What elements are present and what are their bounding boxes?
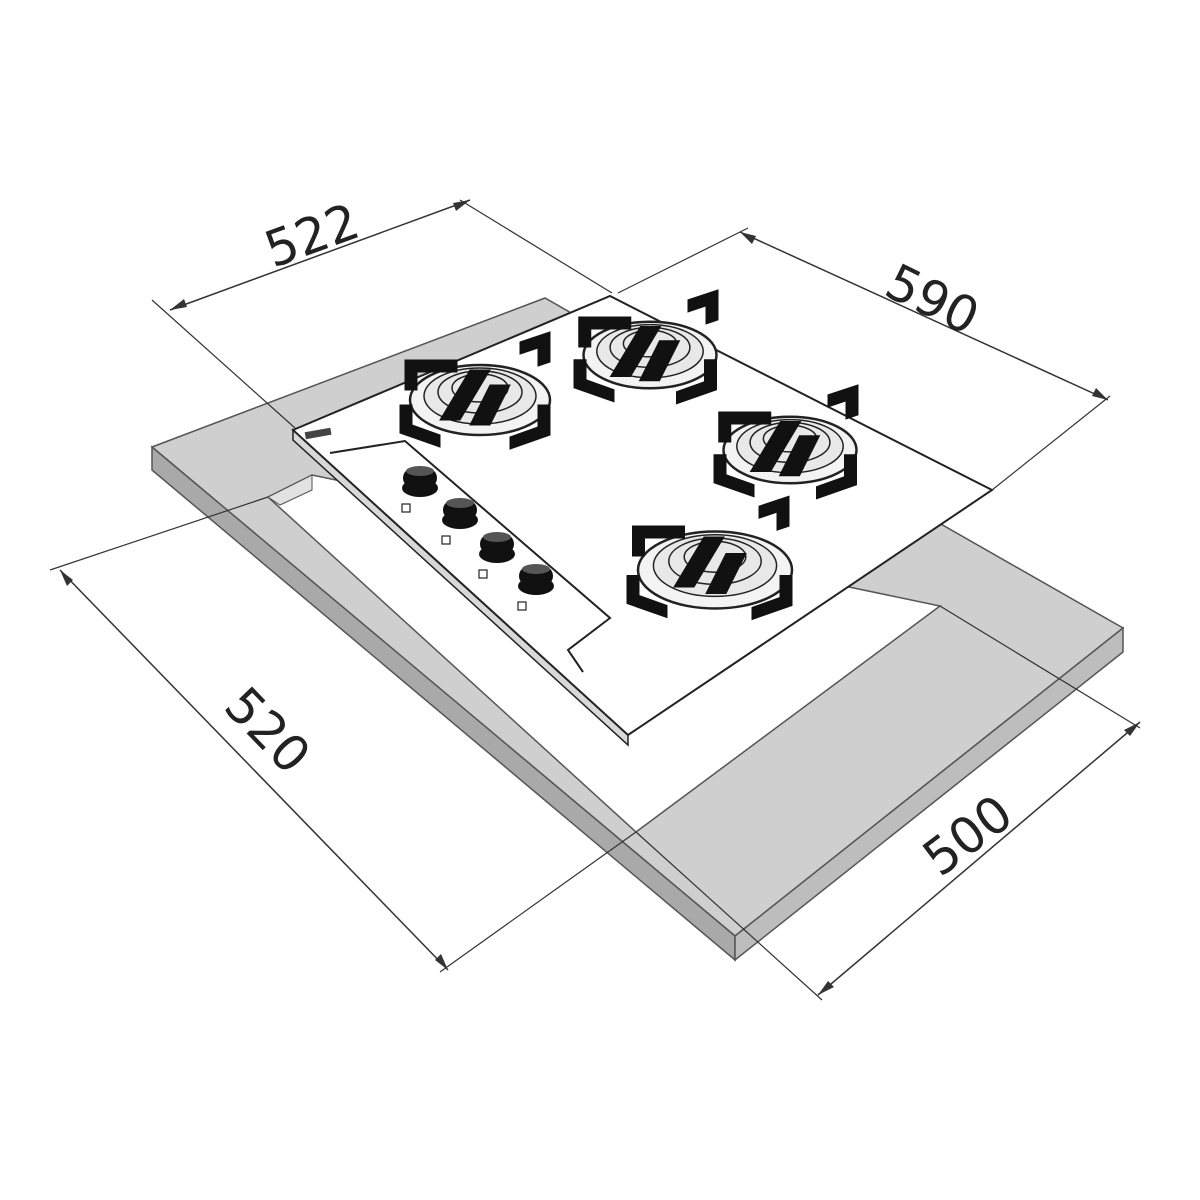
knob-2-symbol-icon bbox=[441, 535, 451, 545]
dimension-500-ext-right bbox=[939, 605, 1141, 729]
dimension-520-line bbox=[59, 569, 449, 971]
rear-left-burner-grate-arm-4 bbox=[399, 404, 441, 448]
dimension-520-ext-bottom bbox=[439, 831, 637, 973]
front-right-burner-grate-arm-3 bbox=[816, 454, 857, 500]
control-knobs bbox=[401, 466, 554, 611]
knob-4-symbol-icon bbox=[517, 601, 527, 611]
dimension-500-line bbox=[817, 721, 1141, 996]
knob-3[interactable] bbox=[478, 532, 515, 579]
front-middle-burner-grate-arm-1 bbox=[632, 525, 685, 557]
dimension-590-arrow-right bbox=[1092, 388, 1108, 400]
dimension-500-ext-left bbox=[635, 831, 823, 1001]
rear-right-burner-grate-arm-2 bbox=[687, 289, 719, 325]
dimension-590-label: 590 bbox=[877, 253, 988, 347]
dimension-520-ext-top bbox=[49, 496, 269, 571]
burners bbox=[399, 289, 859, 621]
rear-left-burner-grate-arm-3 bbox=[509, 404, 551, 450]
front-middle-burner-grate-arm-2 bbox=[758, 495, 790, 531]
front-right-burner-grate-arm-1 bbox=[718, 411, 772, 443]
dimension-522-ext-left bbox=[151, 299, 296, 429]
knob-4[interactable] bbox=[517, 564, 554, 611]
dimension-500-arrow-right bbox=[1124, 722, 1140, 736]
rear-right-burner bbox=[573, 289, 719, 405]
knob-2[interactable] bbox=[441, 498, 478, 545]
cutout-inner-wall bbox=[267, 474, 313, 506]
rear-right-burner-grate-arm-1 bbox=[578, 316, 632, 348]
dimension-590-line bbox=[739, 231, 1109, 401]
front-right-burner bbox=[713, 384, 859, 500]
knob-3-highlight bbox=[483, 532, 511, 542]
dimension-522-label: 522 bbox=[257, 192, 367, 279]
dimension-520-arrow-top bbox=[60, 570, 73, 586]
knob-1-highlight bbox=[406, 466, 434, 476]
front-right-burner-grate-arm-6 bbox=[778, 435, 821, 477]
dimension-522-arrow-left bbox=[170, 299, 187, 310]
brand-logo bbox=[304, 427, 332, 440]
rear-left-burner bbox=[399, 331, 552, 450]
dimension-520-arrow-bottom bbox=[435, 954, 448, 970]
rear-right-burner-grate-arm-5 bbox=[609, 326, 662, 377]
dimension-522-arrow-right bbox=[453, 200, 470, 211]
dimension-520-label: 520 bbox=[213, 676, 321, 785]
front-middle-burner bbox=[626, 495, 794, 621]
dimension-590-ext-right bbox=[991, 395, 1111, 491]
rear-right-burner-grate-arm-3 bbox=[676, 359, 717, 405]
countertop-right-edge bbox=[734, 626, 1124, 962]
knob-1-symbol-icon bbox=[401, 503, 411, 513]
rear-left-burner-grate-arm-5 bbox=[439, 369, 491, 421]
rear-right-burner-grate-arm-4 bbox=[573, 359, 615, 403]
front-middle-burner-grate-arm-5 bbox=[673, 536, 725, 588]
dimension-522-ext-right bbox=[459, 199, 613, 294]
front-right-burner-grate-arm-2 bbox=[827, 384, 859, 420]
dimension-500-arrow-left bbox=[818, 981, 834, 995]
dimension-590-ext-left bbox=[617, 227, 749, 294]
front-middle-burner-grate-arm-4 bbox=[626, 575, 668, 619]
rear-left-burner-grate-arm-6 bbox=[469, 384, 511, 426]
front-middle-burner-grate-arm-3 bbox=[751, 575, 793, 621]
rear-left-burner-grate-arm-1 bbox=[404, 359, 458, 391]
dimension-522-line bbox=[169, 199, 471, 311]
control-panel-outline bbox=[329, 439, 612, 673]
front-middle-burner-grate-arm-6 bbox=[705, 553, 747, 594]
front-right-burner-grate-arm-5 bbox=[749, 421, 802, 472]
rear-right-burner-grate-arm-6 bbox=[638, 340, 681, 382]
knob-4-highlight bbox=[522, 564, 550, 574]
dimension-590-arrow-left bbox=[740, 232, 756, 244]
rear-left-burner-grate-arm-2 bbox=[519, 331, 551, 367]
front-right-burner-grate-arm-4 bbox=[713, 454, 755, 498]
knob-2-highlight bbox=[446, 498, 474, 508]
knob-1[interactable] bbox=[401, 466, 438, 513]
knob-3-symbol-icon bbox=[478, 569, 488, 579]
